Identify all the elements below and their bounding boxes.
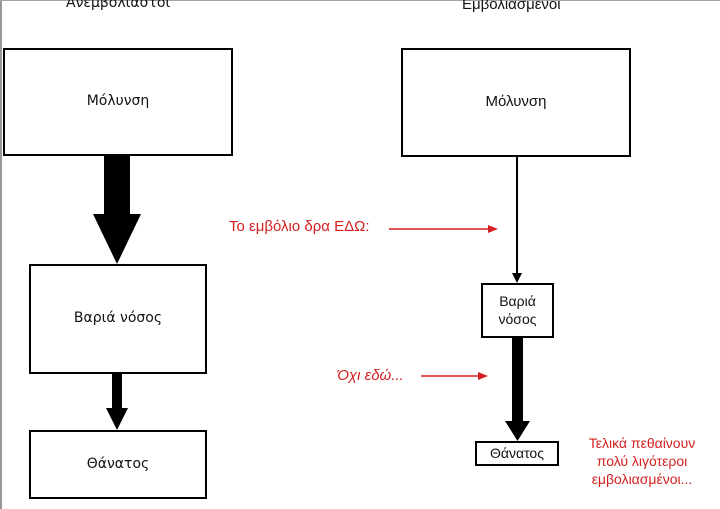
- unvaccinated-death-label: Θάνατος: [86, 455, 150, 472]
- vaccinated-thick-arrow: [505, 338, 530, 441]
- unvaccinated-thick-arrow: [93, 156, 141, 264]
- unvaccinated-severe-disease-box: Βαριά νόσος: [29, 264, 207, 374]
- vaccinated-thin-arrow-head: [512, 273, 522, 283]
- vaccinated-death-label: Θάνατος: [490, 444, 544, 461]
- not-here-arrow-head: [478, 372, 488, 380]
- vaccinated-severe-disease-label: Βαριά νόσος: [498, 293, 537, 327]
- conclusion-note: Τελικά πεθαίνουν πολύ λιγότεροι εμβολιασ…: [572, 434, 712, 489]
- conclusion-line-2: πολύ λιγότεροι: [596, 453, 688, 470]
- conclusion-line-1: Τελικά πεθαίνουν: [588, 435, 696, 451]
- unvaccinated-severe-disease-label: Βαριά νόσος: [73, 310, 163, 327]
- vaccinated-infection-label: Μόλυνση: [485, 93, 547, 111]
- not-here-note: Όχι εδώ...: [337, 367, 404, 384]
- vaccine-acts-here-note: Το εμβόλιο δρα ΕΔΩ:: [229, 218, 370, 235]
- vaccine-acts-arrow-head: [488, 225, 498, 233]
- vaccinated-infection-box: Μόλυνση: [401, 48, 631, 157]
- unvaccinated-death-box: Θάνατος: [29, 430, 207, 499]
- left-border: [0, 0, 2, 509]
- conclusion-line-3: εμβολιασμένοι...: [591, 471, 693, 488]
- unvaccinated-title: Ανεμβολιαστοι: [66, 0, 171, 11]
- unvaccinated-arrow: [106, 374, 128, 430]
- unvaccinated-infection-label: Μόλυνση: [86, 93, 150, 110]
- vaccinated-death-box: Θάνατος: [475, 441, 559, 466]
- vaccinated-severe-disease-box: Βαριά νόσος: [481, 283, 554, 338]
- unvaccinated-infection-box: Μόλυνση: [3, 48, 233, 156]
- top-border: [0, 0, 720, 1]
- vaccinated-title: Εμβολιασμένοι: [462, 0, 561, 13]
